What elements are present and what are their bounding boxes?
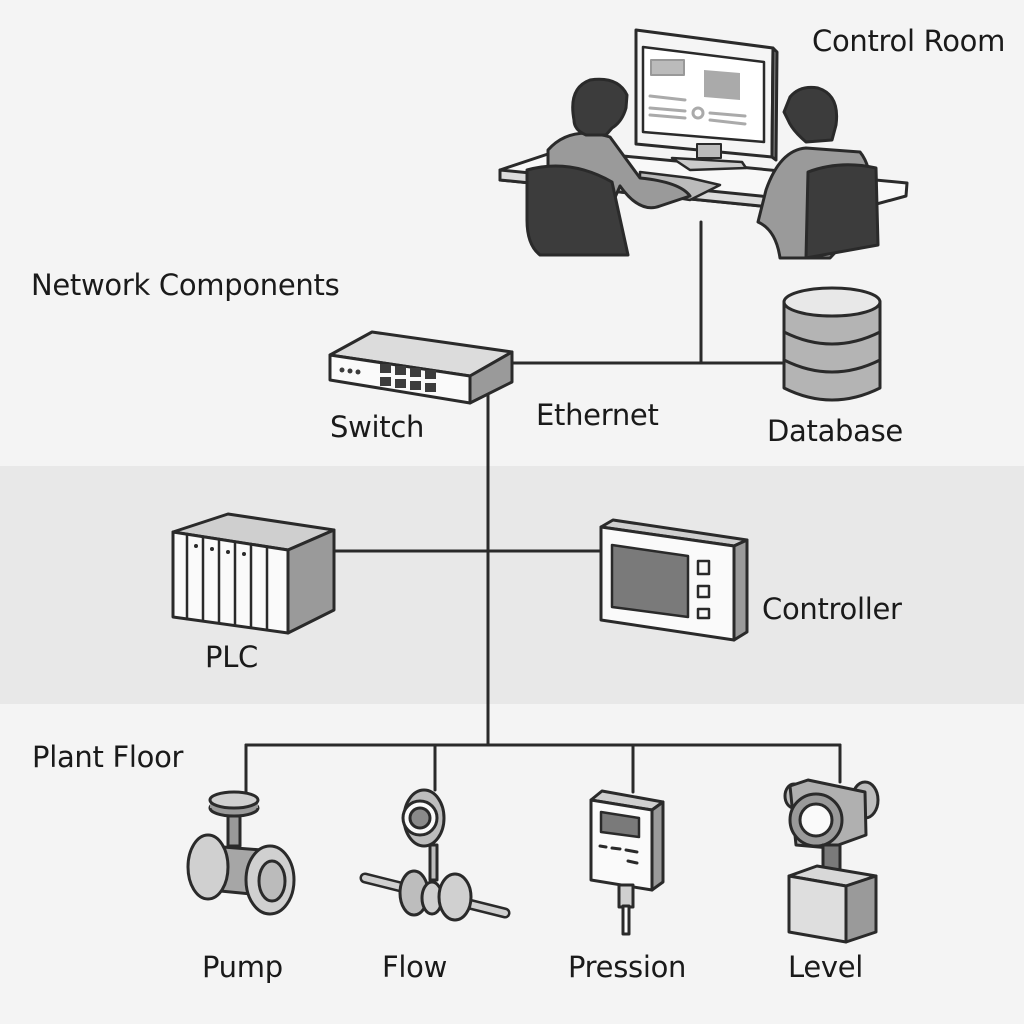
controller-icon <box>599 518 749 642</box>
plc-label: PLC <box>205 640 258 674</box>
section-title-network-components: Network Components <box>31 268 340 302</box>
switch-label: Switch <box>330 410 425 444</box>
plant-floor-band <box>0 704 1024 1024</box>
connection-lines <box>244 220 842 802</box>
control-band <box>0 466 1024 704</box>
level-label: Level <box>788 950 864 984</box>
controller-label: Controller <box>762 592 902 626</box>
level-icon <box>783 778 880 944</box>
database-icon <box>782 286 882 402</box>
section-title-control-room: Control Room <box>812 24 1006 58</box>
pump-icon <box>186 790 296 916</box>
monitor <box>634 28 779 172</box>
pression-label: Pression <box>568 950 687 984</box>
control-room-illustration <box>498 28 909 260</box>
operator-left <box>525 77 692 257</box>
plc-icon <box>171 512 336 635</box>
database-label: Database <box>767 414 903 448</box>
section-title-plant-floor: Plant Floor <box>32 740 184 774</box>
flow-icon <box>359 788 511 922</box>
flow-label: Flow <box>382 950 447 984</box>
pump-label: Pump <box>202 950 283 984</box>
pression-icon <box>589 789 665 936</box>
ethernet-label: Ethernet <box>536 398 659 432</box>
switch-icon <box>328 330 514 405</box>
operator-right <box>756 85 880 260</box>
